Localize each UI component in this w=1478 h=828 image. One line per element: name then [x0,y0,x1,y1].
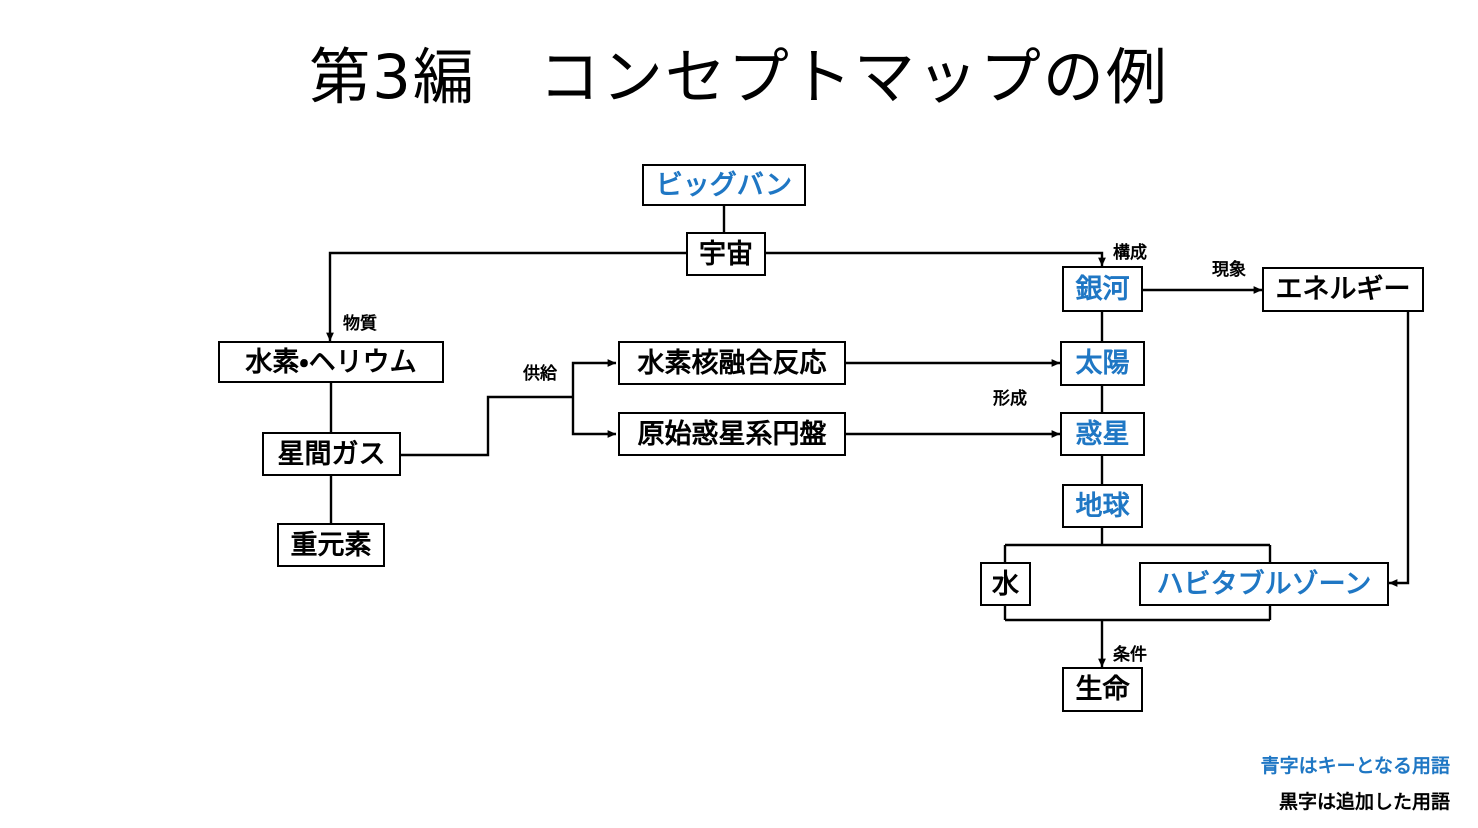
node-hydrogen-fusion[interactable]: 水素核融合反応 [618,341,846,385]
edge-label-kousei: 構成 [1113,243,1147,263]
edge-supply-protoplanetary [571,397,617,438]
node-protoplanetary-disk[interactable]: 原始惑星系円盤 [618,412,846,456]
edge-label-busshitsu: 物質 [343,314,377,334]
node-big-bang[interactable]: ビッグバン [642,164,806,206]
node-universe[interactable]: 宇宙 [686,232,766,276]
node-life[interactable]: 生命 [1062,667,1143,712]
node-energy[interactable]: エネルギー [1262,267,1424,312]
node-label: 水素核融合反応 [637,347,827,379]
node-label: エネルギー [1275,274,1411,305]
edge-label-jouken: 条件 [1113,645,1147,665]
node-label: 惑星 [1075,418,1130,450]
node-label: 水 [992,568,1019,600]
node-habitable-zone[interactable]: ハビタブルゾーン [1139,562,1389,606]
page-title: 第3編 コンセプトマップの例 [309,42,1169,113]
legend-key-terms: 青字はキーとなる用語 [1260,755,1450,777]
node-label: 地球 [1075,490,1130,522]
edge-universe-galaxy [766,251,1106,267]
node-label: ビッグバン [655,169,793,201]
edge-label-kyokyu: 供給 [523,364,557,384]
node-interstellar-gas[interactable]: 星間ガス [262,432,401,476]
node-hydrogen-helium[interactable]: 水素・ヘリウム [218,341,444,383]
edge-supply-fusion [571,359,617,397]
node-label: 銀河 [1075,273,1130,305]
legend-added-terms: 黒字は追加した用語 [1278,791,1450,813]
node-label: 星間ガス [277,438,386,470]
node-label: ハビタブルゾーン [1156,568,1372,600]
edge-label-keisei: 形成 [993,389,1027,409]
node-water[interactable]: 水 [980,562,1031,606]
node-label: 重元素 [290,529,372,561]
node-label: 宇宙 [699,238,753,270]
node-heavy-elements[interactable]: 重元素 [277,523,385,567]
node-label: 水素・ヘリウム [245,346,417,378]
edge-universe-hydrogen [326,251,686,342]
node-label: 太陽 [1075,348,1130,379]
node-sun[interactable]: 太陽 [1060,341,1145,386]
edge-energy-habitable [1388,312,1410,587]
node-galaxy[interactable]: 銀河 [1062,266,1143,312]
node-planet[interactable]: 惑星 [1060,412,1145,456]
node-label: 原始惑星系円盤 [637,418,827,450]
edge-label-gensho: 現象 [1212,260,1246,280]
node-earth[interactable]: 地球 [1062,484,1143,528]
node-label: 生命 [1075,674,1130,705]
edge-gas-supply-trunk [400,395,573,457]
